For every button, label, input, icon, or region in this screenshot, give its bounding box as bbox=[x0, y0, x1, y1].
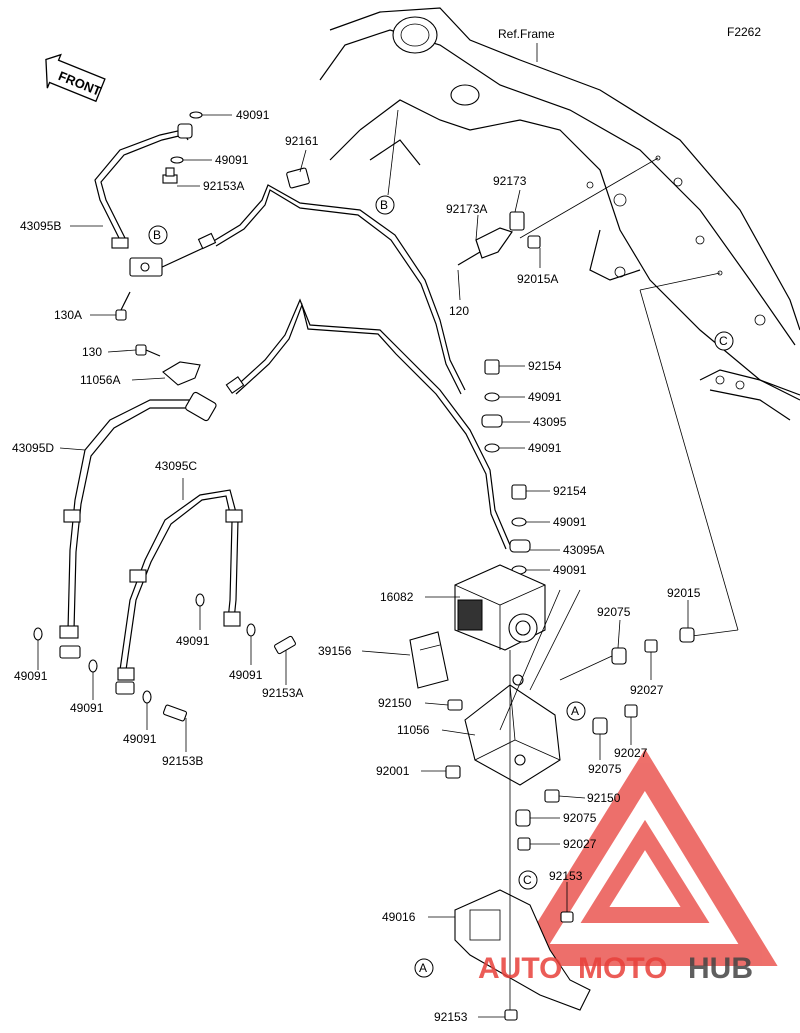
part-label: 49091 bbox=[528, 390, 562, 404]
marker-a-bracket-label: A bbox=[571, 704, 579, 718]
part-label: 49091 bbox=[176, 634, 210, 648]
part-label: 11056A bbox=[80, 373, 120, 387]
part-label: 130 bbox=[82, 345, 102, 359]
washer-49091-top bbox=[170, 111, 203, 164]
frame-illustration bbox=[319, 7, 800, 421]
ref-frame-label: Ref.Frame bbox=[498, 27, 555, 41]
part-label: 92015 bbox=[667, 586, 701, 600]
center-fittings bbox=[481, 359, 531, 575]
part-label: 92075 bbox=[563, 811, 597, 825]
brake-pipe-middle bbox=[225, 298, 511, 550]
part-label: 92154 bbox=[553, 484, 587, 498]
marker-a-cover bbox=[414, 958, 434, 978]
part-label: 92075 bbox=[588, 762, 622, 776]
marker-c-bolt bbox=[518, 870, 538, 890]
bracket-11056a bbox=[162, 361, 201, 386]
part-label: 49091 bbox=[123, 732, 157, 746]
part-label: 92153 bbox=[434, 1010, 468, 1024]
part-label: 43095D bbox=[12, 441, 54, 455]
marker-c-frame bbox=[714, 331, 734, 351]
hose-43095c bbox=[115, 489, 243, 695]
pad-39156 bbox=[409, 631, 449, 689]
part-label: 39156 bbox=[318, 644, 352, 658]
part-label: 49091 bbox=[236, 108, 270, 122]
diagram-code: F2262 bbox=[727, 25, 761, 39]
cover-49016 bbox=[454, 889, 591, 1011]
part-label: 130A bbox=[54, 308, 82, 322]
part-label: 120 bbox=[449, 304, 469, 318]
hose-43095d bbox=[59, 391, 217, 659]
bolt-92153b bbox=[162, 704, 188, 722]
part-label: 92150 bbox=[587, 791, 621, 805]
watermark-text: AUTO MOTO HUB bbox=[478, 952, 753, 985]
part-label: 92173A bbox=[446, 202, 487, 216]
part-label: 49091 bbox=[528, 441, 562, 455]
bracket-11056 bbox=[464, 674, 561, 786]
marker-a-cover-label: A bbox=[419, 961, 427, 975]
marker-b-hose-label: B bbox=[153, 228, 161, 242]
part-label: 92150 bbox=[378, 696, 412, 710]
part-label: 43095C bbox=[155, 459, 197, 473]
bolts-bottom bbox=[445, 699, 574, 1021]
part-label: 92015A bbox=[517, 272, 558, 286]
part-label: 92161 bbox=[285, 134, 319, 148]
part-label: 49091 bbox=[215, 153, 249, 167]
clamp-92173 bbox=[457, 211, 541, 266]
part-label: 11056 bbox=[397, 723, 430, 737]
hose-43095b bbox=[94, 123, 193, 277]
part-label: 92027 bbox=[614, 746, 648, 760]
part-label: 92153B bbox=[162, 754, 203, 768]
part-label: 92075 bbox=[597, 605, 631, 619]
part-label: 49091 bbox=[553, 563, 587, 577]
watermark-moto: MOTO bbox=[578, 952, 667, 985]
part-label: 92027 bbox=[563, 837, 597, 851]
marker-c-bolt-label: C bbox=[523, 873, 532, 887]
part-label: 92154 bbox=[528, 359, 562, 373]
brake-pipe-upper bbox=[159, 184, 466, 395]
part-label: 49091 bbox=[14, 669, 48, 683]
part-label: 92153A bbox=[262, 686, 303, 700]
part-label: 49091 bbox=[229, 668, 263, 682]
watermark-hub: HUB bbox=[688, 952, 753, 985]
marker-a-bracket bbox=[566, 701, 586, 721]
marker-c-frame-label: C bbox=[719, 334, 728, 348]
leader-lines bbox=[37, 114, 689, 1018]
marker-b-frame bbox=[375, 195, 395, 215]
part-label: 92173 bbox=[493, 174, 527, 188]
part-label: 92001 bbox=[376, 764, 410, 778]
watermark-logo-icon bbox=[510, 749, 778, 966]
clamp-92161 bbox=[286, 167, 310, 189]
part-label: 43095B bbox=[20, 219, 61, 233]
part-label: 43095A bbox=[563, 543, 604, 557]
bolt-130a bbox=[115, 291, 131, 321]
front-arrow-icon: FRONT bbox=[45, 53, 106, 103]
part-label: 92027 bbox=[630, 683, 664, 697]
washer-49091-lower bbox=[33, 593, 256, 704]
bolt-130 bbox=[135, 344, 161, 357]
bolt-92153a-top bbox=[162, 167, 178, 184]
part-label: 43095 bbox=[533, 415, 567, 429]
marker-b-hose bbox=[148, 225, 168, 245]
bolt-92153a-lower bbox=[274, 635, 296, 655]
part-label: 92153 bbox=[549, 869, 583, 883]
abs-unit-16082 bbox=[454, 564, 546, 651]
watermark-auto: AUTO bbox=[478, 952, 562, 985]
part-label: 49091 bbox=[553, 515, 587, 529]
part-label: 92153A bbox=[203, 179, 244, 193]
marker-b-frame-label: B bbox=[380, 198, 388, 212]
mounts-right bbox=[592, 627, 695, 735]
part-label: 49016 bbox=[382, 910, 416, 924]
part-label: 49091 bbox=[70, 701, 104, 715]
part-label: 16082 bbox=[380, 590, 414, 604]
